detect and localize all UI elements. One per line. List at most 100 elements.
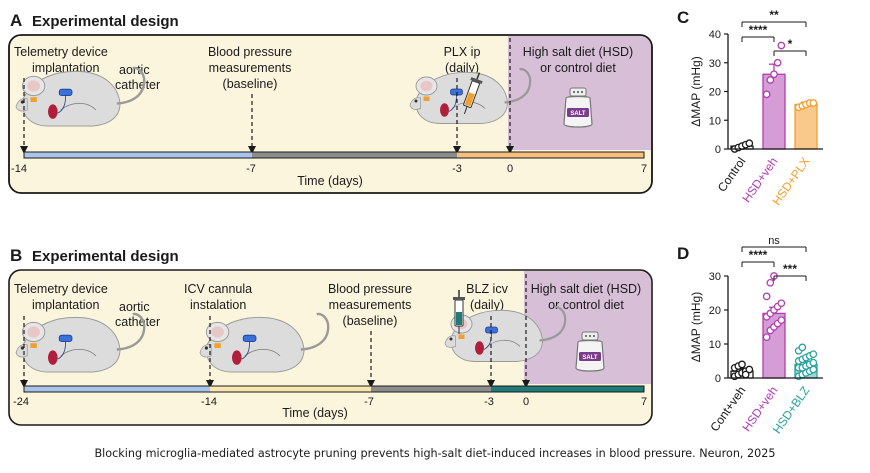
panel-b-telemetry-label-1: Telemetry device xyxy=(14,282,108,296)
data-point xyxy=(809,99,818,107)
panel-a-tick-label: 7 xyxy=(641,163,647,175)
y-tick-label: 0 xyxy=(715,144,721,156)
y-tick-label: 20 xyxy=(709,305,721,317)
data-point xyxy=(770,70,778,79)
data-point xyxy=(798,343,807,352)
figure-caption: Blocking microglia-mediated astrocyte pr… xyxy=(94,447,776,460)
salt-jar-icon: SALT xyxy=(563,87,593,128)
panel-a-tick-label: -7 xyxy=(246,163,256,175)
panel-a: A Experimental design Telemetry device i… xyxy=(8,11,653,194)
significance-label: ** xyxy=(769,8,779,22)
bar xyxy=(762,73,786,150)
data-point xyxy=(773,58,782,67)
panel-a-timeline-outline xyxy=(23,151,645,159)
y-axis-label: ΔMAP (mHg) xyxy=(689,56,703,126)
panel-b-telemetry-label-2: implantation xyxy=(32,298,99,312)
panel-a-telemetry-label-1: Telemetry device xyxy=(14,45,108,59)
y-tick-label: 10 xyxy=(709,339,721,351)
syringe-icon xyxy=(453,290,465,334)
significance-label: **** xyxy=(749,248,768,262)
panel-a-letter: A xyxy=(10,11,22,30)
panel-b-timeline-outline xyxy=(23,385,645,393)
y-tick-label: 40 xyxy=(709,29,721,41)
panel-b-title: Experimental design xyxy=(32,248,179,265)
panel-a-time-axis-label: Time (days) xyxy=(297,174,363,188)
panel-a-timeline-segment-3 xyxy=(457,152,644,158)
panel-a-hsd-label-1: High salt diet (HSD) xyxy=(523,45,633,59)
panel-a-title: Experimental design xyxy=(32,13,179,30)
data-point xyxy=(762,292,771,301)
panel-b: B Experimental design Telemetry device i… xyxy=(8,246,653,426)
panel-b-timeline-segment-3 xyxy=(371,386,491,392)
panel-b-icv-label-2: instalation xyxy=(190,298,246,312)
panel-a-tick-label: -3 xyxy=(452,163,462,175)
data-point xyxy=(766,76,775,84)
data-point xyxy=(738,360,746,369)
panel-b-timeline-segment-1 xyxy=(24,386,210,392)
panel-b-bp-label-3: (baseline) xyxy=(343,314,398,328)
y-tick-label: 30 xyxy=(709,58,721,70)
y-axis-label: ΔMAP (mHg) xyxy=(689,292,703,362)
panel-a-hsd-label-2: or control diet xyxy=(540,61,616,75)
panel-b-bp-label-2: measurements xyxy=(329,298,412,312)
data-point xyxy=(777,299,786,308)
panel-a-plx-label-1: PLX ip xyxy=(444,45,481,59)
panel-b-hsd-region xyxy=(524,271,651,384)
panel-b-bp-label-1: Blood pressure xyxy=(328,282,412,296)
panel-a-plx-label-2: (daily) xyxy=(445,61,479,75)
data-point xyxy=(762,90,771,99)
data-point xyxy=(809,350,818,359)
panel-b-tick-label: -3 xyxy=(484,396,494,408)
panel-b-aortic-label-1: aortic xyxy=(119,300,150,314)
significance-label: ns xyxy=(768,235,780,247)
panel-d-letter: D xyxy=(677,244,689,263)
salt-jar-icon: SALT xyxy=(575,331,605,372)
panel-c-letter: C xyxy=(677,8,689,27)
panel-a-aortic-label-1: aortic xyxy=(119,63,150,77)
panel-a-tick-label: 0 xyxy=(507,163,513,175)
panel-a-timeline-segment-2 xyxy=(252,152,457,158)
significance-label: **** xyxy=(749,23,768,37)
significance-label: * xyxy=(788,37,793,51)
panel-b-blz-label-1: BLZ icv xyxy=(466,282,508,296)
panel-b-salt-label: SALT xyxy=(582,355,598,361)
category-label: Control xyxy=(715,155,749,195)
panel-b-icv-label-1: ICV cannula xyxy=(184,282,252,296)
panel-b-hsd-label-1: High salt diet (HSD) xyxy=(531,282,641,296)
panel-b-hsd-label-2: or control diet xyxy=(548,298,624,312)
y-tick-label: 0 xyxy=(715,373,721,385)
panel-a-tick-label: -14 xyxy=(11,163,27,175)
panel-b-tick-label: 0 xyxy=(523,396,529,408)
panel-b-aortic-label-2: catheter xyxy=(115,315,160,329)
data-point xyxy=(741,370,750,379)
panel-b-tick-label: -14 xyxy=(201,396,217,408)
data-point xyxy=(809,358,818,367)
data-point xyxy=(745,365,754,374)
y-tick-label: 10 xyxy=(709,115,721,127)
data-point xyxy=(777,316,786,325)
y-tick-label: 20 xyxy=(709,87,721,99)
data-point xyxy=(766,278,775,287)
panel-b-tick-label: -7 xyxy=(364,396,374,408)
panel-a-salt-label: SALT xyxy=(570,111,586,117)
data-point xyxy=(762,333,771,342)
panel-b-blz-label-2: (daily) xyxy=(470,298,504,312)
panel-a-bp-label-3: (baseline) xyxy=(223,77,278,91)
significance-label: *** xyxy=(783,262,797,276)
panel-b-letter: B xyxy=(10,246,22,265)
data-point xyxy=(745,139,754,148)
panel-a-bp-label-1: Blood pressure xyxy=(208,45,292,59)
panel-b-tick-label: -24 xyxy=(13,396,29,408)
panel-b-time-axis-label: Time (days) xyxy=(282,406,348,420)
panel-b-tick-label: 7 xyxy=(641,396,647,408)
y-tick-label: 30 xyxy=(709,271,721,283)
panel-a-timeline-segment-1 xyxy=(24,152,252,158)
panel-a-bp-label-2: measurements xyxy=(209,61,292,75)
panel-a-aortic-label-2: catheter xyxy=(115,78,160,92)
panel-b-timeline-segment-4 xyxy=(491,386,644,392)
panel-b-timeline-segment-2 xyxy=(210,386,371,392)
data-point xyxy=(777,41,786,50)
